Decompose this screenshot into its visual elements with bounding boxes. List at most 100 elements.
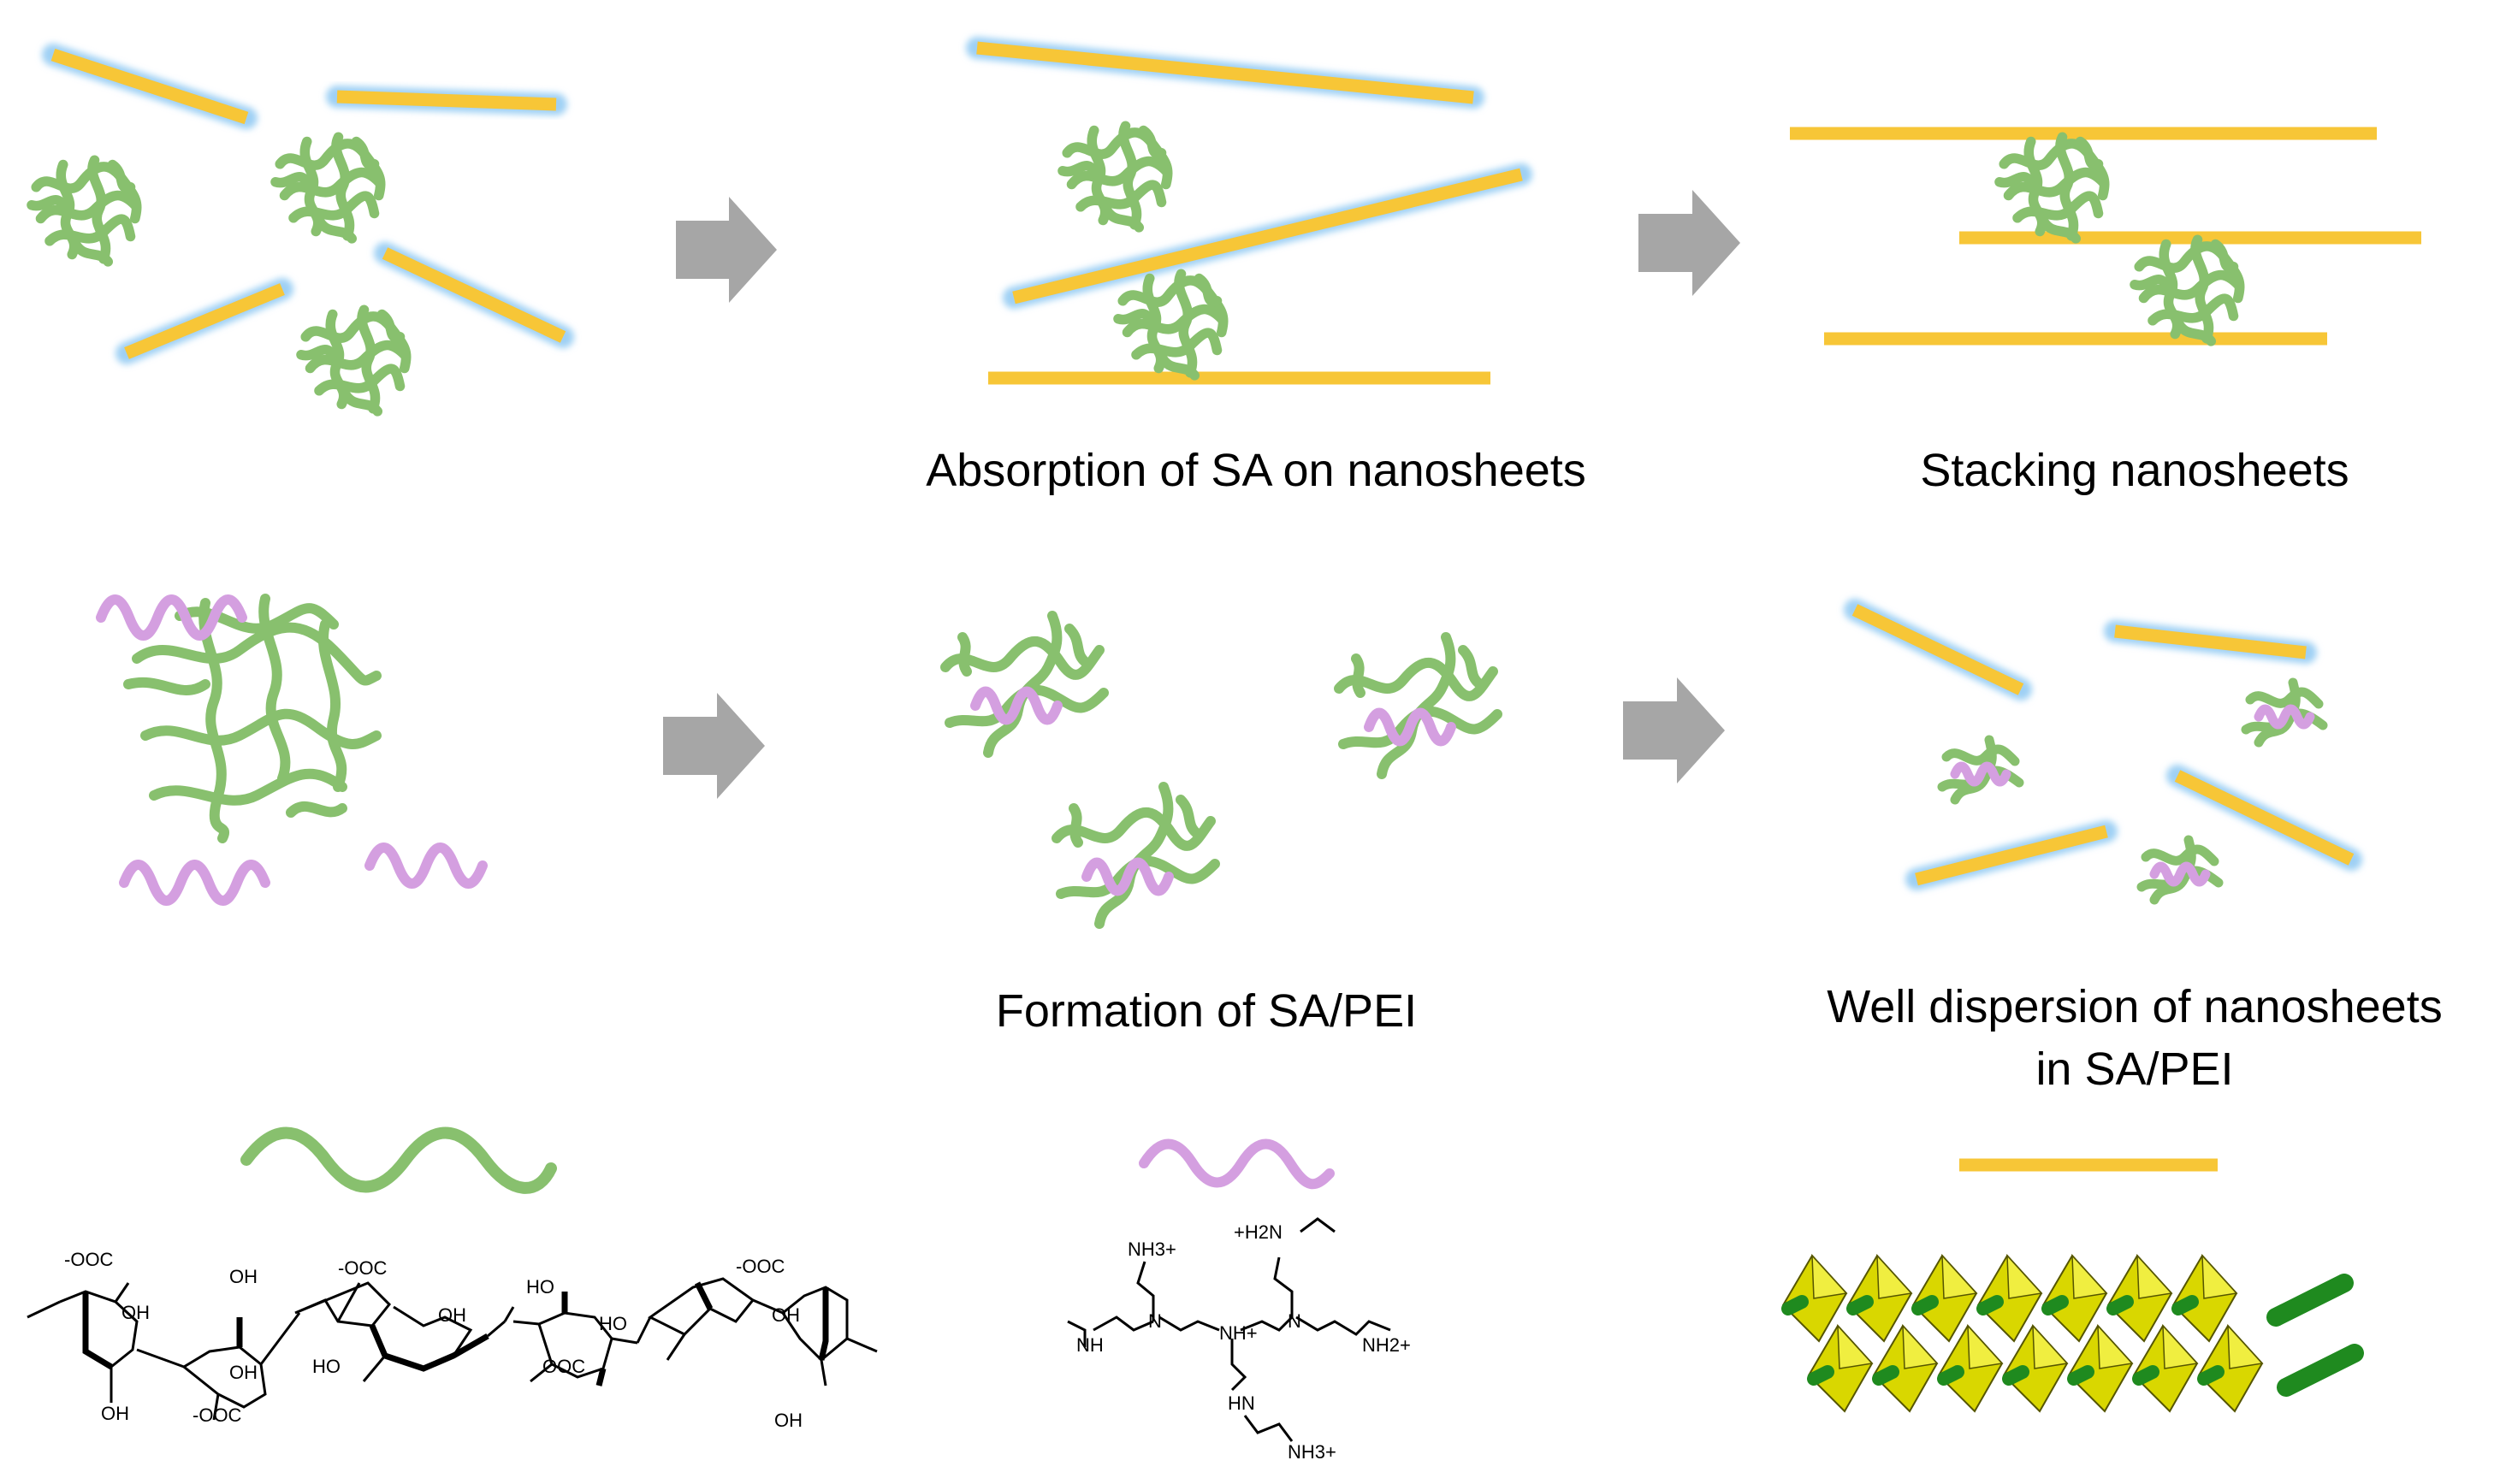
sa-label: OOC	[542, 1356, 585, 1377]
sa-coil	[1999, 137, 2105, 239]
sa-label: OH	[121, 1302, 150, 1323]
chloride-atom	[1846, 1295, 1874, 1315]
process-arrow	[1638, 190, 1740, 296]
process-arrow	[663, 693, 765, 799]
octahedron-face	[1902, 1323, 1939, 1369]
sa-label: OH	[774, 1410, 803, 1431]
sa-pei-complex	[1057, 787, 1215, 924]
pei-label: HN	[1228, 1392, 1255, 1414]
octahedron-face	[1941, 1253, 1978, 1299]
nanosheet	[2104, 620, 2317, 664]
chloride-atom	[2266, 1274, 2354, 1327]
sa-label: -OOC	[338, 1257, 388, 1279]
row1-panel2: Absorption of SA on nanosheets	[926, 37, 1586, 496]
octahedron-face	[2006, 1253, 2043, 1299]
octahedron-face	[2136, 1253, 2173, 1299]
row2-panel2: Formation of SA/PEI	[945, 616, 1497, 1037]
sa-label: HO	[312, 1356, 341, 1377]
chloride-atom	[1911, 1295, 1939, 1315]
chloride-atom	[2171, 1295, 2199, 1315]
pei-label: NH3+	[1128, 1239, 1176, 1260]
sa-coil	[1063, 126, 1168, 228]
pei-label: NH	[1076, 1334, 1104, 1356]
chloride-atom	[1872, 1365, 1899, 1386]
sa-label: -OOC	[736, 1256, 785, 1277]
sa-coil	[2135, 239, 2240, 341]
pei-coil	[96, 594, 247, 641]
nanosheet	[2166, 765, 2362, 871]
nanosheet	[1003, 163, 1532, 309]
octahedron-face	[2097, 1323, 2134, 1369]
row1-panel3: Stacking nanosheets	[1779, 122, 2432, 496]
process-arrow	[676, 197, 777, 303]
row2-panel3: Well dispersion of nanosheets in SA/PEI	[1827, 599, 2443, 1095]
pei-label: N	[1148, 1310, 1162, 1332]
sa-label: -OOC	[193, 1404, 242, 1426]
nanosheet	[326, 86, 567, 115]
octahedron-face	[2032, 1323, 2069, 1369]
sa-pei-complex	[2246, 683, 2323, 742]
octahedron-face	[1811, 1253, 1848, 1299]
sa-chemical-structure: -OOC OH OH -OOC OH OH -OOC HO OH HO HO O…	[27, 1249, 878, 1431]
nanosheet	[42, 44, 258, 129]
chloride-atom	[2067, 1365, 2094, 1386]
pei-label: NH+	[1219, 1322, 1258, 1344]
sa-coil	[1118, 274, 1223, 375]
sa-label: HO	[526, 1276, 554, 1298]
sa-network	[123, 594, 382, 843]
octahedron-face	[2162, 1323, 2199, 1369]
caption-formation: Formation of SA/PEI	[996, 985, 1417, 1037]
sa-pei-complex	[1942, 740, 2019, 800]
octahedron-face	[1876, 1253, 1913, 1299]
row1-panel1	[32, 44, 574, 411]
sa-label: OH	[438, 1304, 466, 1326]
chloride-atom	[1807, 1365, 1834, 1386]
chloride-atom	[2277, 1344, 2364, 1397]
sa-pei-complex	[2142, 840, 2219, 900]
octahedron-face	[1967, 1323, 2004, 1369]
chloride-atom	[2197, 1365, 2225, 1386]
crystal-structure	[1781, 1253, 2364, 1413]
sa-pei-complex	[1339, 637, 1497, 774]
chloride-atom	[2002, 1365, 2029, 1386]
sa-label: OH	[772, 1304, 800, 1326]
nanosheet	[116, 278, 293, 364]
sa-label: -OOC	[64, 1249, 114, 1270]
pei-coil	[364, 843, 488, 889]
sa-label: OH	[229, 1266, 258, 1287]
nanosheet	[966, 37, 1484, 109]
chloride-atom	[1781, 1295, 1809, 1315]
octahedron-face	[2227, 1323, 2264, 1369]
chloride-atom	[1937, 1365, 1964, 1386]
pei-legend-icon	[1139, 1138, 1335, 1190]
sa-coil	[301, 310, 406, 411]
sa-pei-complex	[945, 616, 1104, 753]
octahedron-face	[1837, 1323, 1874, 1369]
pei-label: NH3+	[1288, 1441, 1336, 1463]
octahedron-face	[2201, 1253, 2238, 1299]
nanosheet	[1905, 820, 2118, 890]
nanosheet	[374, 242, 574, 348]
caption-dispersion-line2: in SA/PEI	[2035, 1044, 2233, 1095]
pei-coil	[119, 860, 270, 906]
chloride-atom	[2132, 1365, 2159, 1386]
process-arrow	[1623, 677, 1725, 783]
sa-label: OH	[229, 1362, 258, 1383]
sa-label: HO	[599, 1313, 627, 1334]
sa-label: OH	[101, 1403, 129, 1424]
sa-coil	[32, 160, 137, 262]
pei-chemical-structure: NH3+ +H2N NH N NH+ N NH2+ HN NH3+	[1067, 1217, 1411, 1463]
pei-label: NH2+	[1362, 1334, 1411, 1356]
chloride-atom	[2106, 1295, 2134, 1315]
sa-legend-icon	[240, 1126, 557, 1194]
caption-dispersion-line1: Well dispersion of nanosheets	[1827, 981, 2442, 1032]
pei-label: N	[1288, 1310, 1301, 1332]
row2-panel1	[96, 594, 488, 906]
caption-stacking: Stacking nanosheets	[1920, 445, 2349, 496]
octahedron-face	[2071, 1253, 2108, 1299]
pei-label: +H2N	[1234, 1221, 1283, 1243]
chloride-atom	[1976, 1295, 2004, 1315]
caption-absorption: Absorption of SA on nanosheets	[926, 445, 1586, 496]
nanosheet	[1844, 599, 2032, 701]
